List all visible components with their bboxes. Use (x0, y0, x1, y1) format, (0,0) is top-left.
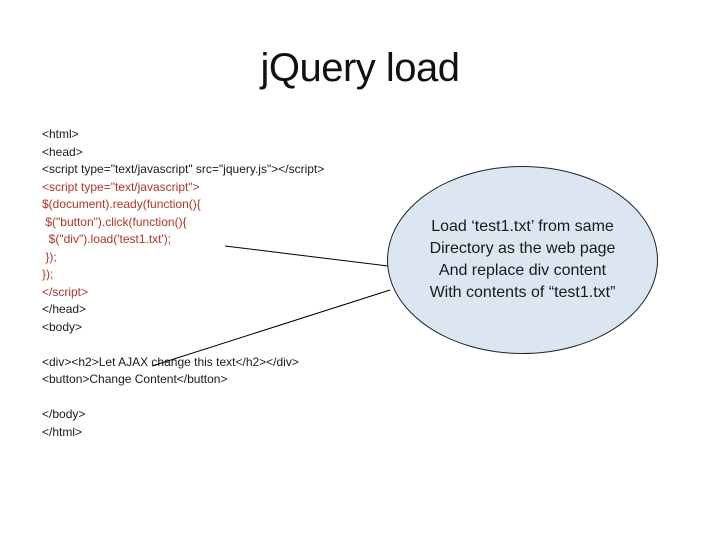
code-block: <html> <head> <script type="text/javascrip… (42, 126, 324, 441)
callout-line: Load ‘test1.txt’ from same (431, 218, 614, 235)
callout-line: And replace div content (438, 262, 607, 279)
callout-line: With contents of “test1.txt” (429, 284, 616, 301)
code-line: <body> (42, 319, 83, 334)
callout-line: Directory as the web page (429, 240, 616, 257)
code-line: </head> (42, 302, 87, 316)
slide-title: jQuery load (260, 46, 460, 90)
code-line: <script type="text/javascript"> (42, 179, 200, 194)
code-line: </body> (42, 407, 86, 421)
code-line: $("button").click(function(){ (42, 214, 187, 229)
code-line (42, 389, 324, 407)
code-line: <div><h2>Let AJAX change this text</h2><… (42, 354, 299, 369)
callout-ellipse: Load ‘test1.txt’ from same Directory as … (387, 166, 658, 354)
code-line: <button>Change Content</button> (42, 372, 228, 386)
code-line: $("div").load('test1.txt'); (42, 232, 172, 246)
code-line (42, 336, 324, 354)
code-line: </html> (42, 424, 83, 439)
code-line: </script> (42, 284, 89, 299)
code-line: <head> (42, 144, 83, 159)
code-line: }); (42, 267, 54, 281)
code-line: $(document).ready(function(){ (42, 197, 201, 211)
callout-text: Load ‘test1.txt’ from same Directory as … (430, 216, 616, 304)
code-line: <script type="text/javascript" src="jque… (42, 162, 325, 176)
code-line: }); (42, 249, 57, 264)
code-line: <html> (42, 127, 79, 141)
